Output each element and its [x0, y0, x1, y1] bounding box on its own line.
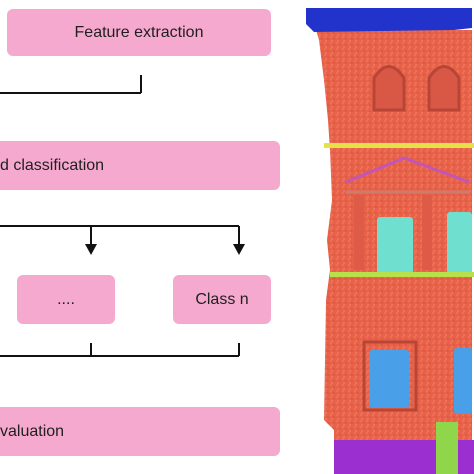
arrow-down-icon: [233, 244, 245, 255]
classification-box: d classification: [0, 141, 280, 190]
facade-roof: [306, 8, 472, 32]
facade-frame-lower-left: [362, 340, 418, 412]
arrow-down-icon: [85, 244, 97, 255]
facade-band-middle: [330, 272, 474, 277]
facade-door: [436, 422, 458, 474]
facade-pointcloud-image: [306, 8, 474, 474]
class-n-box: Class n: [173, 275, 271, 324]
class-ellipsis-label: ....: [57, 290, 75, 308]
class-n-label: Class n: [195, 290, 249, 308]
facade-pediment: [345, 156, 470, 184]
class-ellipsis-box: ....: [17, 275, 115, 324]
evaluation-box: valuation: [0, 407, 280, 456]
facade-arch-left: [372, 65, 406, 112]
facade-window-middle-left: [377, 217, 413, 274]
facade-window-lower-left: [369, 350, 409, 408]
facade-column: [354, 195, 364, 270]
evaluation-label: valuation: [0, 422, 65, 440]
facade-arch-right: [427, 65, 461, 112]
facade-column: [422, 195, 432, 270]
classification-label: d classification: [0, 156, 105, 174]
feature-extraction-box: Feature extraction: [7, 9, 271, 56]
facade-window-middle-right: [447, 212, 472, 274]
feature-extraction-label: Feature extraction: [74, 23, 204, 41]
facade-band-upper: [324, 143, 474, 148]
facade-window-lower-right: [454, 348, 472, 414]
